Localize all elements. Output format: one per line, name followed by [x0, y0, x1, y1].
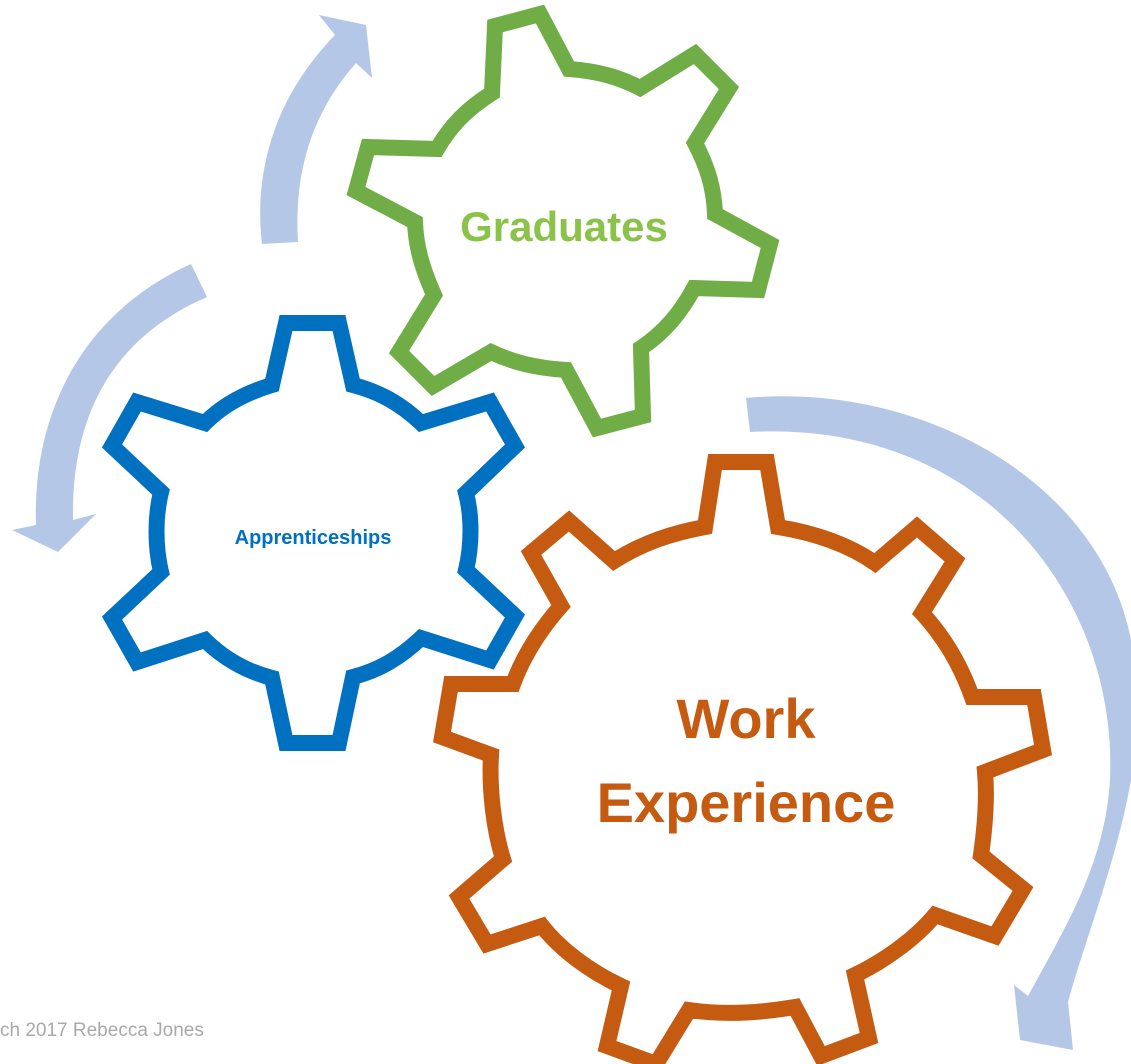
graduates-gear-outline — [346, 4, 780, 438]
gear-graduates: Graduates — [346, 4, 780, 438]
work-experience-gear-outline — [432, 454, 1052, 1064]
apprenticeships-gear-outline — [101, 315, 526, 751]
arrow-to-apprenticeships — [12, 264, 207, 552]
apprenticeships-label: Apprenticeships — [235, 527, 392, 549]
graduates-label: Graduates — [460, 203, 668, 250]
work-experience-label-line1: Work — [677, 687, 817, 750]
cycle-arrows — [12, 15, 1131, 1050]
gear-apprenticeships: Apprenticeships — [101, 315, 526, 751]
arrow-to-graduates — [260, 15, 372, 244]
gear-work-experience: Work Experience — [432, 454, 1052, 1064]
footer-credit: ch 2017 Rebecca Jones — [0, 1020, 204, 1041]
work-experience-label-line2: Experience — [597, 771, 896, 834]
